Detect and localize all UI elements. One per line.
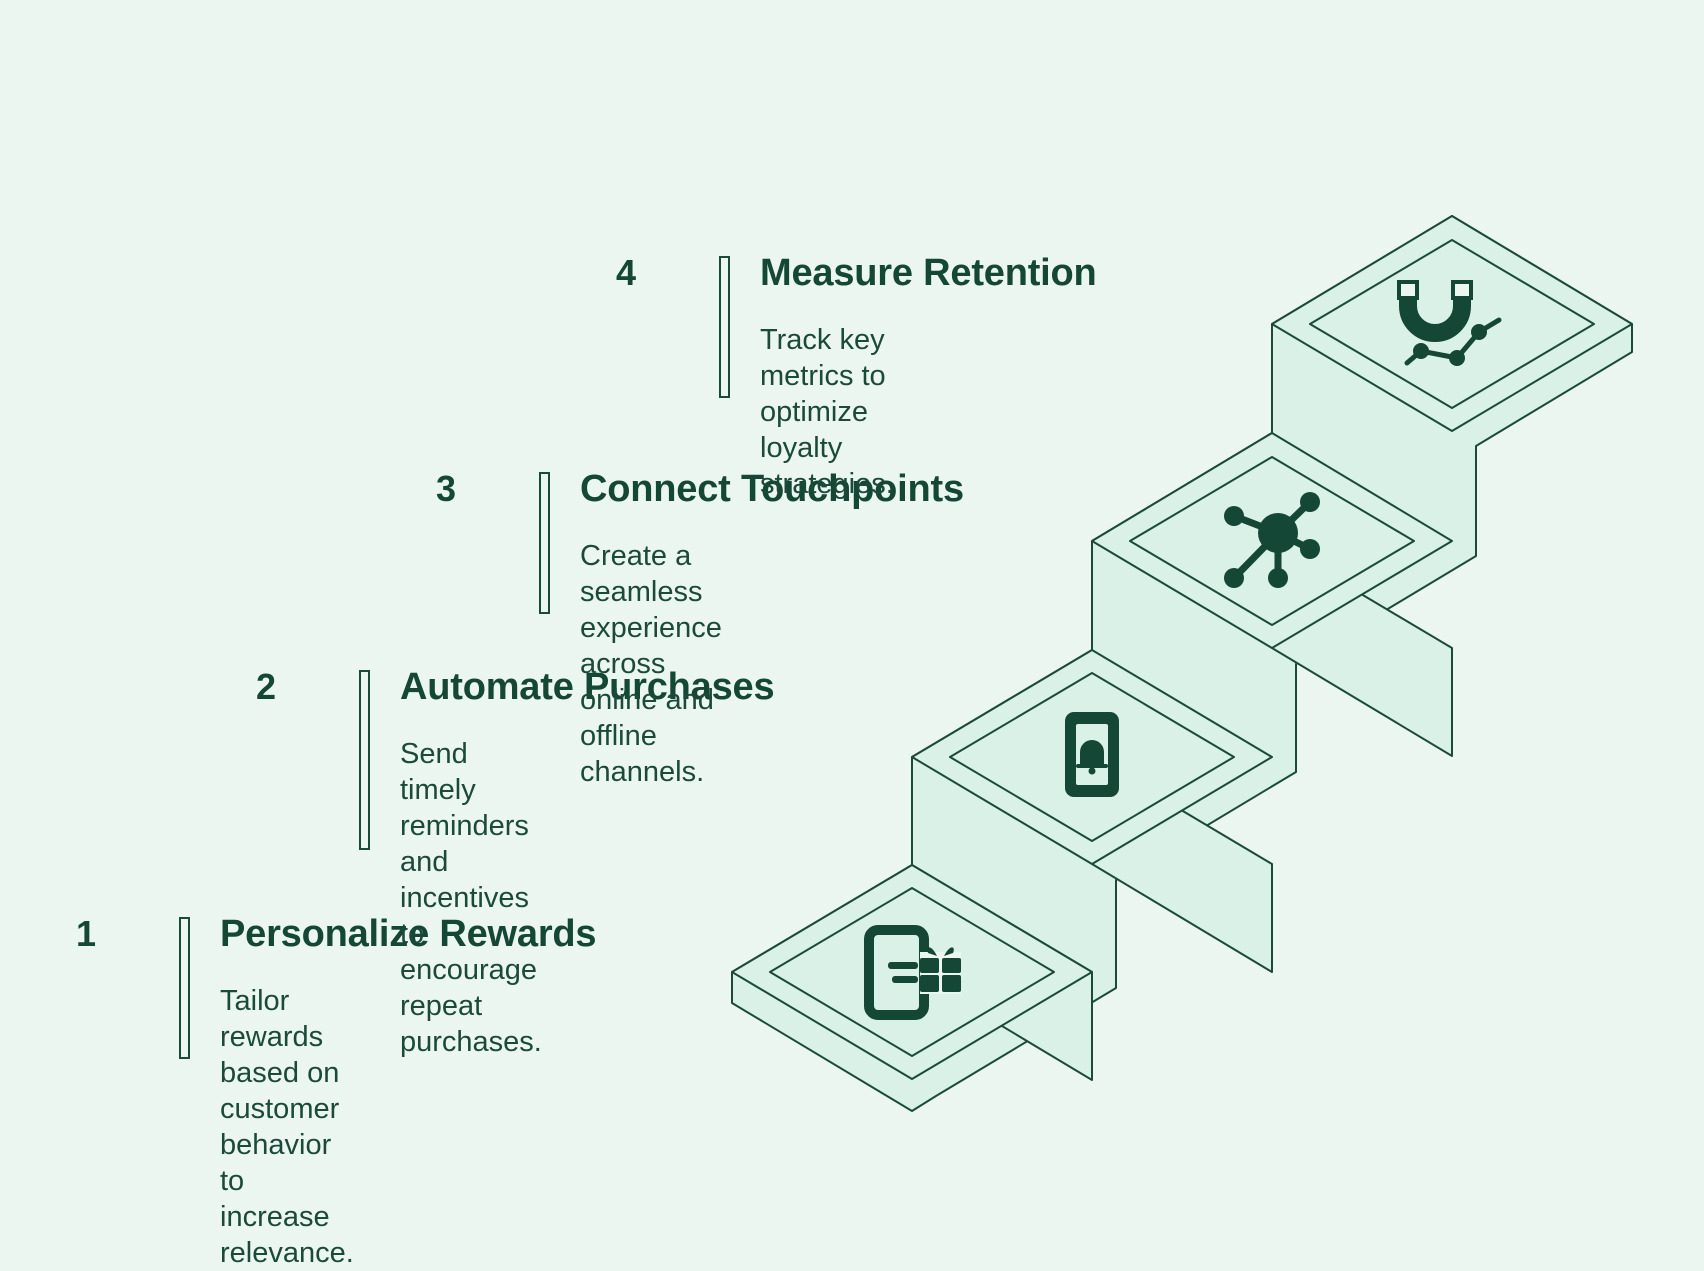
magnet-trend-icon — [1397, 280, 1502, 366]
step-number: 1 — [76, 913, 97, 954]
tread-inset-1 — [769, 887, 1055, 1057]
staircase-outline — [731, 215, 1633, 1112]
step-title: Personalize Rewards — [220, 913, 597, 955]
step-divider-bar — [359, 670, 370, 850]
step-number: 4 — [616, 252, 637, 293]
step-title: Measure Retention — [760, 252, 1097, 294]
step-number: 2 — [256, 666, 277, 707]
step-description: Create a seamless experience across onli… — [580, 540, 722, 788]
step-title: Connect Touchpoints — [580, 468, 964, 510]
step-divider-bar — [539, 472, 550, 614]
network-hub-icon — [1224, 492, 1320, 588]
step-description: Tailor rewards based on customer behavio… — [220, 985, 354, 1269]
step-title: Automate Purchases — [400, 666, 775, 708]
step-number: 3 — [436, 468, 457, 509]
staircase-diagram — [731, 215, 1633, 1112]
step-divider-bar — [719, 256, 730, 398]
mobile-gift-icon — [864, 925, 961, 1020]
mobile-notification-icon — [1065, 712, 1119, 797]
step-description: Track key metrics to optimize loyalty st… — [760, 324, 894, 500]
step-divider-bar — [179, 917, 190, 1059]
step-description: Send timely reminders and incentives to … — [400, 738, 542, 1058]
